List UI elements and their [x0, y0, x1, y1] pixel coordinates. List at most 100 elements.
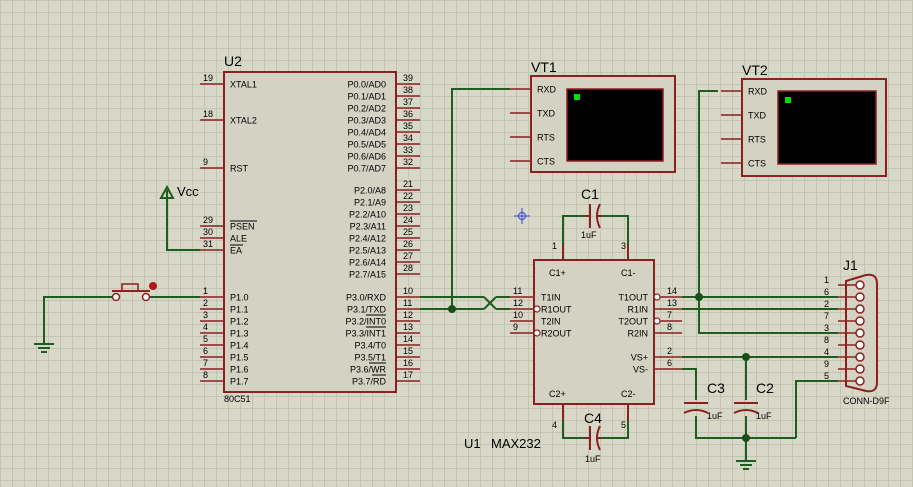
u2-left-pin[interactable]: 2P1.1: [200, 298, 249, 315]
j1-pin3-wire: [698, 297, 838, 334]
vt1-pin[interactable]: RTS: [510, 133, 555, 143]
pin-name: RST: [230, 164, 249, 174]
pin-number: 10: [403, 286, 413, 296]
u2-left-pin[interactable]: 4P1.3: [200, 322, 249, 339]
pin-socket-icon: [855, 316, 865, 326]
j1-pin[interactable]: 7: [824, 311, 865, 326]
vt2-pin[interactable]: CTS: [721, 159, 766, 169]
u2-left-pin[interactable]: 8P1.7: [200, 370, 249, 387]
j1-pin[interactable]: 6: [824, 287, 865, 302]
pin-number: 7: [203, 358, 208, 368]
vt2-pin[interactable]: RTS: [721, 135, 766, 145]
u1-right-pin[interactable]: 6VS-: [633, 358, 682, 375]
c3-capacitor[interactable]: C3 1uF: [683, 380, 725, 421]
u2-left-pin[interactable]: 5P1.4: [200, 334, 249, 351]
pushbutton[interactable]: [111, 282, 157, 302]
u2-left-pin[interactable]: 7P1.6: [200, 358, 249, 375]
u1-body[interactable]: [533, 259, 655, 405]
c1-capacitor[interactable]: C1 1uF: [581, 186, 601, 240]
pin-number: 3: [824, 323, 829, 333]
c2-capacitor[interactable]: C2 1uF: [733, 380, 774, 421]
vt2-pin[interactable]: RXD: [721, 87, 768, 97]
u1-pin-name: C2+: [549, 389, 566, 399]
u1-max232[interactable]: 1 3 C1+ C1- 4 5 C2+ C2- 11T1IN12R1OUT10T…: [464, 241, 682, 451]
j1-pin[interactable]: 2: [824, 299, 865, 314]
u2-body[interactable]: [223, 71, 397, 393]
vt1-pin[interactable]: CTS: [510, 157, 555, 167]
u2-80c51[interactable]: U2 80C51 19XTAL118XTAL29RST29PSEN30ALE31…: [200, 53, 420, 404]
vt1-pin[interactable]: TXD: [510, 109, 556, 119]
pin-name: P3.6/WR: [350, 365, 387, 375]
crosshair-cursor-icon: [514, 208, 530, 224]
j1-pin[interactable]: 9: [824, 359, 865, 374]
vsminus-wire: [682, 368, 697, 400]
u2-left-pin[interactable]: 6P1.5: [200, 346, 249, 363]
pin-number: 35: [403, 121, 413, 131]
j1-pin[interactable]: 3: [824, 323, 865, 338]
vcc-arrow-icon: [159, 184, 175, 199]
j1-pin[interactable]: 4: [824, 347, 865, 362]
pin-name: P3.1/TXD: [347, 305, 387, 315]
c3-bottom-wire: [695, 416, 796, 439]
j1-pin[interactable]: 1: [824, 275, 865, 290]
pin-number: 9: [824, 359, 829, 369]
j1-pin[interactable]: 8: [824, 335, 865, 350]
vt1-pin[interactable]: RXD: [510, 85, 557, 95]
pin-name: P3.3/INT1: [345, 329, 386, 339]
c4-capacitor[interactable]: C4 1uF: [584, 410, 602, 464]
u2-left-pin[interactable]: 1P1.0: [200, 286, 249, 303]
vt2-pin[interactable]: TXD: [721, 111, 767, 121]
pin-name: P2.3/A11: [350, 222, 386, 232]
u1-pin-name: C2-: [621, 389, 636, 399]
u2-left-pin[interactable]: 3P1.2: [200, 310, 249, 327]
pin-name: PSEN: [230, 222, 255, 232]
u1-right-pin[interactable]: 2VS+: [631, 346, 682, 363]
pin-number: 36: [403, 109, 413, 119]
button-indicator-icon[interactable]: [149, 282, 157, 290]
j1-pin[interactable]: 5: [824, 371, 865, 386]
pin-number: 13: [667, 298, 677, 308]
